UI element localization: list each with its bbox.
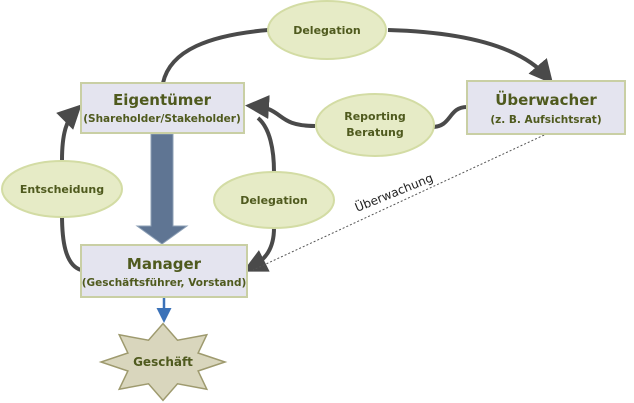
node-ueberwacher[interactable]: Überwacher (z. B. Aufsichtsrat): [466, 80, 626, 135]
ellipse-delegation-top[interactable]: Delegation: [267, 0, 387, 60]
connector-eigentuemer-to-delegation: [161, 28, 269, 84]
geschaeft-label: Geschäft: [133, 355, 193, 369]
manager-title: Manager: [127, 255, 202, 273]
connector-delegation-to-ueberwacher: [387, 28, 554, 85]
manager-subtitle: (Geschäftsführer, Vorstand): [82, 277, 247, 289]
reporting-label: Reporting: [344, 110, 406, 123]
ueberwacher-subtitle: (z. B. Aufsichtsrat): [490, 114, 601, 126]
delegation-top-label: Delegation: [293, 24, 361, 37]
eigentuemer-title: Eigentümer: [113, 91, 212, 109]
ellipse-delegation-mid[interactable]: Delegation: [213, 171, 335, 229]
big-arrow-down: [135, 133, 189, 245]
connector-eigentuemer-to-delegation-mid: [256, 116, 276, 173]
node-geschaeft[interactable]: Geschäft: [98, 322, 228, 402]
delegation-mid-label: Delegation: [240, 194, 308, 207]
connector-ueberwacher-to-reporting: [431, 105, 468, 129]
connector-reporting-to-eigentuemer: [245, 95, 316, 128]
ellipse-reporting-beratung[interactable]: Reporting Beratung: [315, 93, 435, 157]
node-manager[interactable]: Manager (Geschäftsführer, Vorstand): [80, 244, 248, 298]
connector-entscheidung-to-eigentuemer: [56, 104, 82, 161]
connector-manager-to-entscheidung: [60, 214, 82, 272]
ellipse-entscheidung[interactable]: Entscheidung: [1, 160, 123, 218]
eigentuemer-subtitle: (Shareholder/Stakeholder): [83, 113, 241, 125]
ueberwacher-title: Überwacher: [495, 90, 597, 109]
beratung-label: Beratung: [346, 126, 404, 139]
ueberwachung-label: Überwachung: [352, 169, 435, 215]
node-eigentuemer[interactable]: Eigentümer (Shareholder/Stakeholder): [80, 82, 245, 134]
entscheidung-label: Entscheidung: [20, 183, 104, 196]
connector-delegation-mid-to-manager: [242, 227, 276, 272]
connector-ueberwachung: [252, 129, 556, 271]
